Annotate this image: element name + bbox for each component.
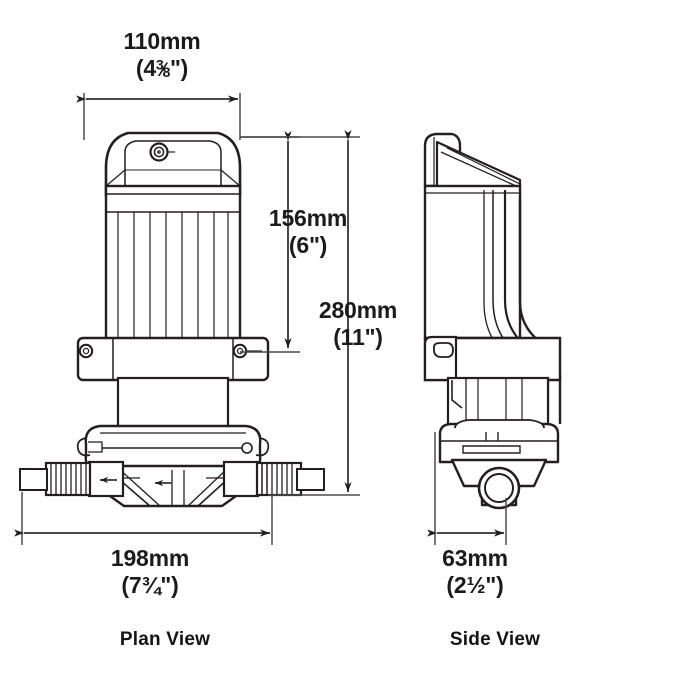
side-view-group xyxy=(423,132,562,545)
dimension-198mm-lines xyxy=(14,492,273,545)
plan-view-group xyxy=(14,93,360,545)
dimension-280mm-lines xyxy=(240,130,360,496)
caption-side-view: Side View xyxy=(449,629,541,650)
imperial-open: ( xyxy=(135,55,144,81)
dimension-label-280mm-imperial: (11") xyxy=(333,324,383,350)
pump-neck xyxy=(116,376,230,435)
right-port-thread-lines xyxy=(261,463,293,495)
imperial-denominator: 8 xyxy=(162,64,171,81)
dimension-label-110mm-imperial: (43⁄8") xyxy=(84,55,240,82)
left-port-threads xyxy=(50,463,87,496)
motor-dome xyxy=(104,131,242,198)
side-pump-neck xyxy=(446,376,550,430)
dimension-label-63mm-metric: 63mm xyxy=(442,545,508,571)
cooling-fins xyxy=(117,212,229,340)
motor-body xyxy=(104,184,242,342)
side-port xyxy=(450,458,548,510)
dimension-label-156mm-metric: 156mm xyxy=(268,205,348,231)
pump-ports xyxy=(19,460,325,498)
imperial-close: ") xyxy=(169,55,189,81)
dimension-label-280mm-metric: 280mm xyxy=(318,297,398,323)
motor-top-bolt xyxy=(149,142,175,162)
motor-end-plate xyxy=(76,336,270,382)
dimension-label-198mm-imperial: (7¾") xyxy=(121,572,179,598)
fraction-bar: ⁄ xyxy=(161,59,165,81)
dimension-63mm-lines xyxy=(427,432,507,545)
imperial-numerator: 3 xyxy=(155,57,164,74)
dimension-label-198mm-metric: 198mm xyxy=(110,545,190,571)
dimension-110mm-lines xyxy=(76,93,241,140)
side-pump-head xyxy=(438,419,560,464)
flow-arrows xyxy=(100,476,172,487)
dimension-label-63mm-imperial: (2½") xyxy=(446,572,504,598)
dimension-label-156mm-imperial: (6") xyxy=(288,232,328,258)
imperial-whole: 4 xyxy=(143,55,156,81)
side-end-plate xyxy=(423,335,562,382)
caption-plan-view: Plan View xyxy=(119,629,211,650)
dimension-label-110mm-metric: 110mm xyxy=(123,28,201,54)
